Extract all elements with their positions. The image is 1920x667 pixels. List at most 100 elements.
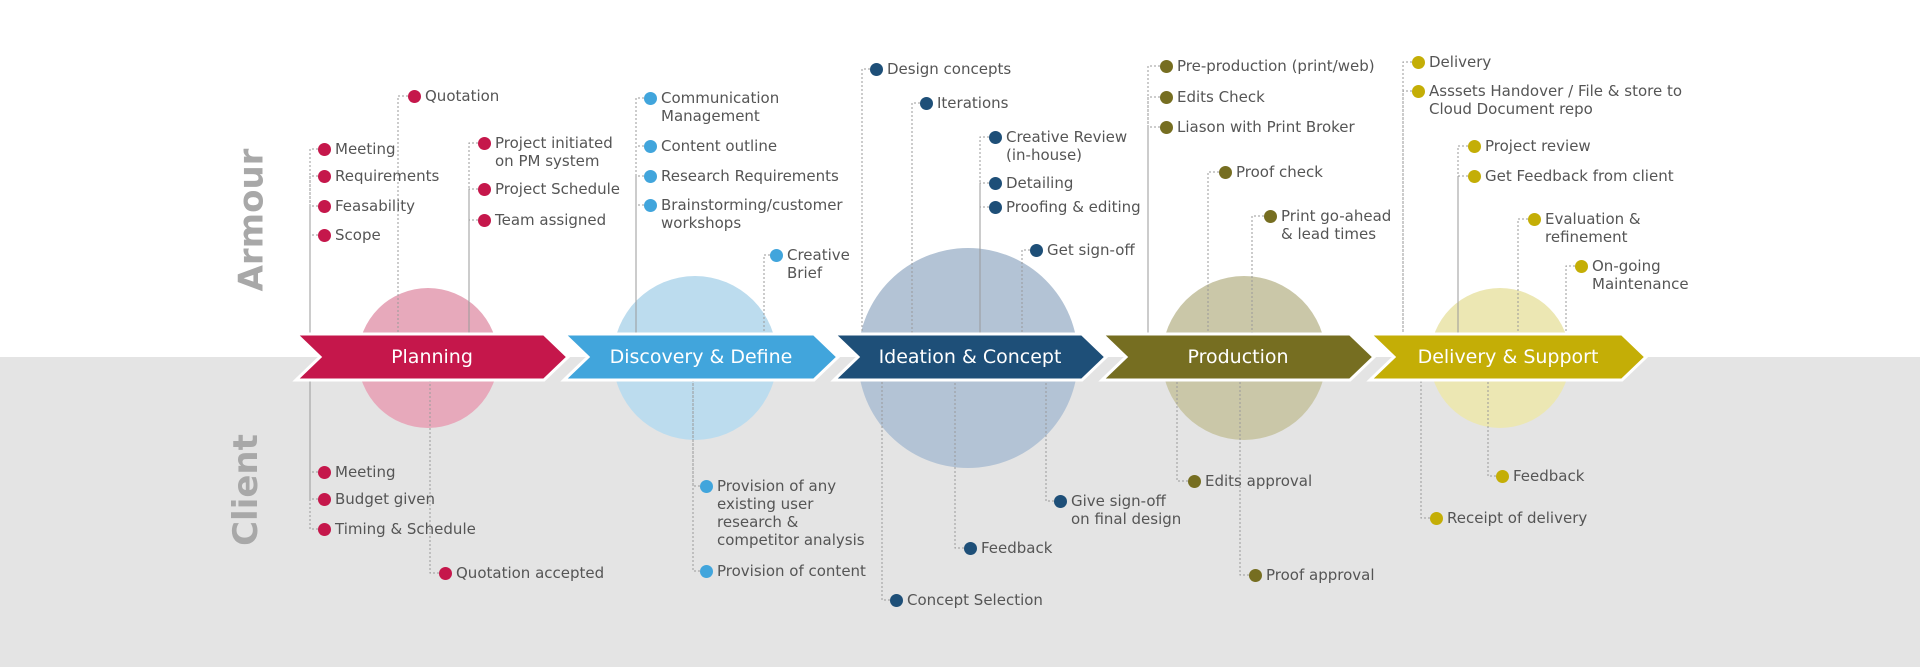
bullet-dot-planning-top-0 [318, 143, 331, 156]
connector-planning-top-0 [309, 148, 318, 336]
phase-label-planning: Planning [391, 346, 473, 368]
connector-ideation-top-5 [1021, 249, 1030, 336]
connector-ideation-top-1 [911, 102, 920, 336]
bullet-dot-delivery-top-1 [1412, 85, 1425, 98]
item-delivery-top-5: On-going Maintenance [1592, 257, 1689, 293]
bullet-dot-delivery-top-0 [1412, 56, 1425, 69]
item-production-top-4: Print go-ahead & lead times [1281, 207, 1392, 243]
item-planning-top-7: Team assigned [495, 211, 607, 229]
item-ideation-top-4: Proofing & editing [1006, 198, 1141, 216]
bullet-dot-ideation-top-2 [989, 131, 1002, 144]
connector-discovery-top-3 [635, 204, 644, 336]
connector-ideation-top-4 [979, 206, 989, 336]
bullet-dot-delivery-top-5 [1575, 260, 1588, 273]
connector-production-top-1 [1147, 96, 1160, 336]
connector-delivery-top-2 [1457, 145, 1468, 336]
item-delivery-top-3: Get Feedback from client [1485, 167, 1674, 185]
connector-ideation-bottom-1 [881, 380, 890, 601]
item-discovery-top-2: Research Requirements [661, 167, 839, 185]
connector-planning-bottom-2 [309, 380, 318, 530]
bullet-dot-planning-bottom-0 [318, 466, 331, 479]
bullet-dot-discovery-top-4 [770, 249, 783, 262]
bullet-dot-production-top-2 [1160, 121, 1173, 134]
bullet-dot-ideation-bottom-0 [964, 542, 977, 555]
item-production-top-0: Pre-production (print/web) [1177, 57, 1375, 75]
item-production-bottom-1: Proof approval [1266, 566, 1375, 584]
bullet-dot-production-bottom-0 [1188, 475, 1201, 488]
phase-arrow-ideation [830, 332, 1109, 382]
phase-label-delivery: Delivery & Support [1417, 346, 1599, 368]
bullet-dot-planning-bottom-2 [318, 523, 331, 536]
item-planning-top-0: Meeting [335, 140, 396, 158]
item-production-bottom-0: Edits approval [1205, 472, 1313, 490]
bullet-dot-discovery-top-0 [644, 92, 657, 105]
phase-arrow-production [1098, 332, 1377, 382]
connector-delivery-top-4 [1517, 218, 1528, 336]
item-planning-bottom-1: Budget given [335, 490, 436, 508]
item-delivery-top-4: Evaluation & refinement [1545, 210, 1641, 246]
connector-delivery-top-5 [1565, 265, 1575, 336]
item-discovery-top-3: Brainstorming/customer workshops [661, 196, 843, 232]
phase-label-production: Production [1187, 346, 1289, 368]
item-ideation-top-1: Iterations [937, 94, 1009, 112]
item-ideation-top-0: Design concepts [887, 60, 1012, 78]
bullet-dot-planning-bottom-3 [439, 567, 452, 580]
bullet-dot-delivery-top-2 [1468, 140, 1481, 153]
item-production-top-2: Liason with Print Broker [1177, 118, 1355, 136]
bullet-dot-ideation-top-4 [989, 201, 1002, 214]
bullet-dot-ideation-top-0 [870, 63, 883, 76]
bullet-dot-production-top-0 [1160, 60, 1173, 73]
item-ideation-bottom-1: Concept Selection [907, 591, 1043, 609]
bullet-dot-planning-top-1 [318, 170, 331, 183]
bullet-dot-planning-top-6 [478, 183, 491, 196]
connector-planning-bottom-3 [429, 380, 439, 574]
connector-delivery-top-0 [1402, 61, 1412, 336]
connector-production-top-3 [1207, 171, 1219, 336]
connector-discovery-top-2 [635, 175, 644, 336]
connector-production-top-0 [1147, 65, 1160, 336]
item-ideation-top-5: Get sign-off [1047, 241, 1135, 259]
item-ideation-bottom-2: Give sign-off on final design [1071, 492, 1182, 528]
connector-delivery-bottom-1 [1420, 380, 1430, 519]
item-delivery-top-0: Delivery [1429, 53, 1492, 71]
connector-planning-top-4 [397, 95, 408, 336]
phase-arrow-discovery [560, 332, 841, 382]
bullet-dot-ideation-top-1 [920, 97, 933, 110]
connector-delivery-bottom-0 [1487, 380, 1496, 477]
connector-planning-top-3 [309, 234, 318, 336]
connector-ideation-bottom-0 [954, 380, 964, 549]
bullet-dot-planning-bottom-1 [318, 493, 331, 506]
bullet-dot-production-top-3 [1219, 166, 1232, 179]
bullet-dot-delivery-top-3 [1468, 170, 1481, 183]
connector-delivery-top-3 [1457, 175, 1468, 336]
connector-ideation-top-2 [979, 136, 989, 336]
bullet-dot-production-bottom-1 [1249, 569, 1262, 582]
item-planning-bottom-3: Quotation accepted [456, 564, 605, 582]
bullet-dot-production-top-4 [1264, 210, 1277, 223]
item-discovery-bottom-1: Provision of content [717, 562, 866, 580]
bullet-dot-ideation-bottom-1 [890, 594, 903, 607]
connector-delivery-top-1 [1402, 90, 1412, 336]
phase-arrow-planning [292, 332, 571, 382]
item-discovery-bottom-0: Provision of any existing user research … [717, 477, 865, 549]
phase-label-discovery: Discovery & Define [609, 346, 793, 368]
item-production-top-1: Edits Check [1177, 88, 1265, 106]
bullet-dot-ideation-top-5 [1030, 244, 1043, 257]
connector-ideation-top-0 [861, 68, 870, 336]
item-planning-top-2: Feasability [335, 197, 416, 215]
phase-arrow-delivery [1366, 332, 1649, 382]
item-delivery-top-2: Project review [1485, 137, 1591, 155]
item-planning-top-4: Quotation [425, 87, 500, 105]
connector-ideation-bottom-2 [1045, 380, 1054, 502]
item-delivery-bottom-0: Feedback [1513, 467, 1585, 485]
connector-planning-bottom-0 [309, 380, 318, 473]
connector-planning-top-7 [468, 219, 478, 336]
item-discovery-top-0: Communication Management [661, 89, 780, 125]
connector-ideation-top-3 [979, 182, 989, 336]
item-ideation-bottom-0: Feedback [981, 539, 1053, 557]
item-planning-top-1: Requirements [335, 167, 440, 185]
bullet-dot-delivery-top-4 [1528, 213, 1541, 226]
bullet-dot-planning-top-2 [318, 200, 331, 213]
